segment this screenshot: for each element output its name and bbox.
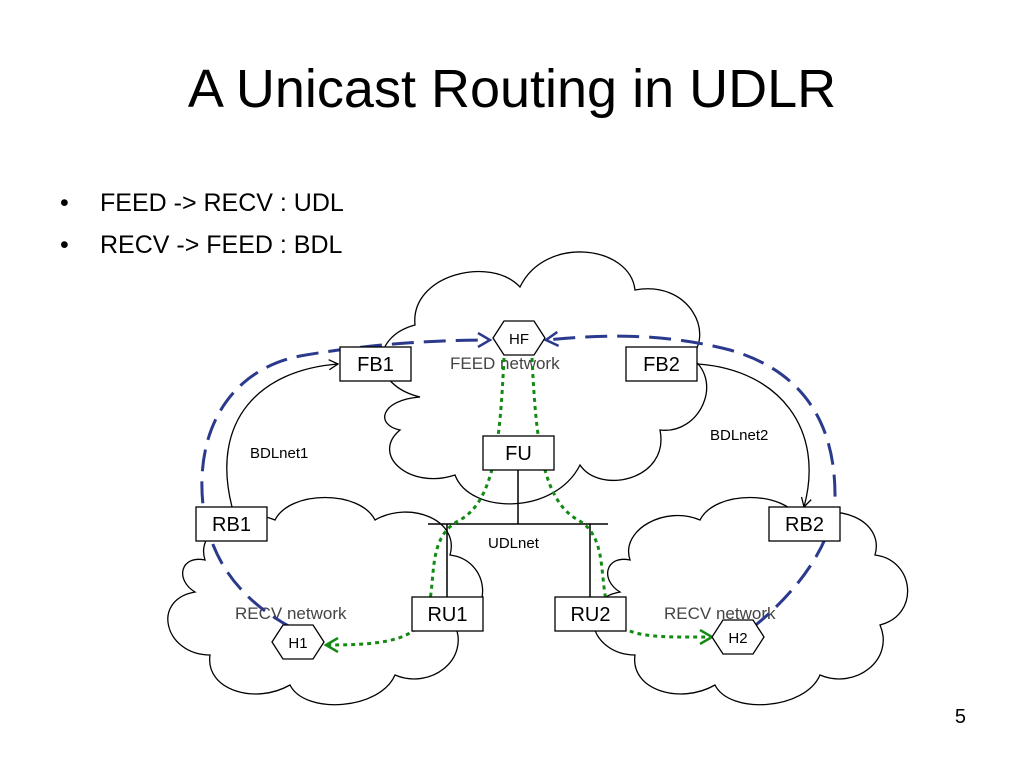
bullet-item: • FEED -> RECV : UDL	[60, 186, 344, 228]
hf-label: HF	[509, 331, 529, 348]
h2-label: H2	[728, 630, 747, 647]
bullet-item: • RECV -> FEED : BDL	[60, 228, 344, 270]
udl-route-hf-to-h2	[530, 357, 712, 637]
bullet-text: RECV -> FEED : BDL	[100, 231, 343, 259]
bdlnet1-arc	[226, 359, 340, 518]
rb1-router-node	[195, 506, 268, 542]
bdlnet2-arc	[688, 357, 812, 509]
bdlnet2-label: BDLnet2	[710, 427, 768, 444]
slide-title: A Unicast Routing in UDLR	[187, 59, 837, 119]
recv-network-label-right: RECV network	[664, 604, 776, 623]
ru1-label: RU1	[427, 604, 467, 626]
udlnet-label: UDLnet	[488, 535, 540, 552]
recv-network-label-left: RECV network	[235, 604, 347, 623]
fb2-label: FB2	[643, 354, 680, 376]
fb1-label: FB1	[357, 354, 394, 376]
bdl-route-h1-to-hf	[200, 340, 490, 630]
ru2-label: RU2	[570, 604, 610, 626]
bullet-marker: •	[60, 189, 69, 217]
bullet-text: FEED -> RECV : UDL	[100, 189, 344, 217]
fu-label: FU	[505, 443, 532, 465]
page-number: 5	[954, 706, 966, 728]
bullet-marker: •	[60, 231, 69, 259]
fu-router-node	[482, 435, 555, 471]
h1-label: H1	[288, 635, 307, 652]
ru1-router-node	[411, 596, 484, 632]
rb2-label: RB2	[785, 514, 824, 536]
bdl-route-h2-to-hf	[546, 336, 837, 630]
rb1-label: RB1	[212, 514, 251, 536]
bdlnet1-label: BDLnet1	[250, 445, 308, 462]
fb1-router-node	[339, 346, 412, 382]
feed-network-label: FEED network	[450, 354, 560, 373]
ru2-router-node	[554, 596, 627, 632]
recv-network-cloud-right	[592, 496, 909, 706]
bullet-list: • FEED -> RECV : UDL • RECV -> FEED : BD…	[60, 186, 344, 270]
hf-host-node	[492, 320, 546, 356]
rb2-router-node	[768, 506, 841, 542]
h1-host-node	[271, 624, 325, 660]
h2-host-node	[711, 619, 765, 655]
fb2-router-node	[625, 346, 698, 382]
